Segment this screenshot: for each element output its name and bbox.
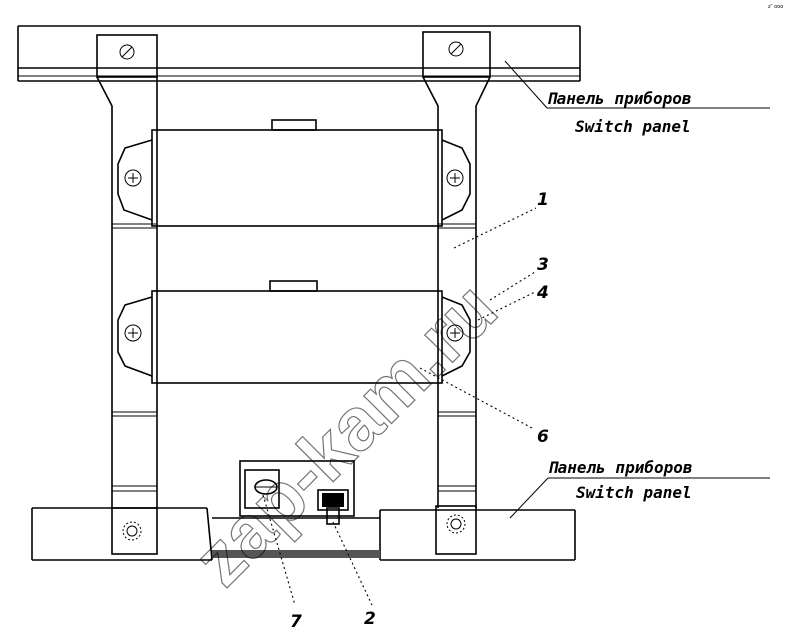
- callout-4: 4: [536, 283, 549, 303]
- right-bracket: [422, 31, 491, 555]
- top-panel-label-en: Switch panel: [575, 117, 691, 136]
- callout-3: 3: [537, 255, 549, 275]
- callout-2: 2: [364, 609, 376, 629]
- top-panel-label-ru: Панель приборов: [547, 89, 692, 108]
- leader-lines: [262, 60, 770, 606]
- screw-icon: [446, 169, 464, 187]
- screw-icon: [119, 44, 135, 60]
- callout-7: 7: [290, 612, 302, 632]
- corner-mark: z″ ooo: [768, 4, 783, 10]
- callout-6: 6: [537, 427, 549, 447]
- top-switch-panel: [17, 25, 581, 82]
- callout-1: 1: [537, 190, 549, 210]
- screw-icon: [124, 169, 142, 187]
- screw-icon: [448, 41, 464, 57]
- screw-icon: [122, 521, 142, 541]
- left-bracket: [96, 34, 158, 555]
- screw-icon: [124, 324, 142, 342]
- bottom-switch-panel: [31, 507, 576, 561]
- bottom-panel-label-en: Switch panel: [576, 483, 692, 502]
- upper-module: [117, 119, 471, 227]
- screw-icon: [446, 324, 464, 342]
- lower-module: [117, 280, 471, 384]
- screw-icon: [446, 514, 466, 534]
- bottom-panel-label-ru: Панель приборов: [548, 458, 693, 477]
- mounting-clip: [239, 460, 355, 525]
